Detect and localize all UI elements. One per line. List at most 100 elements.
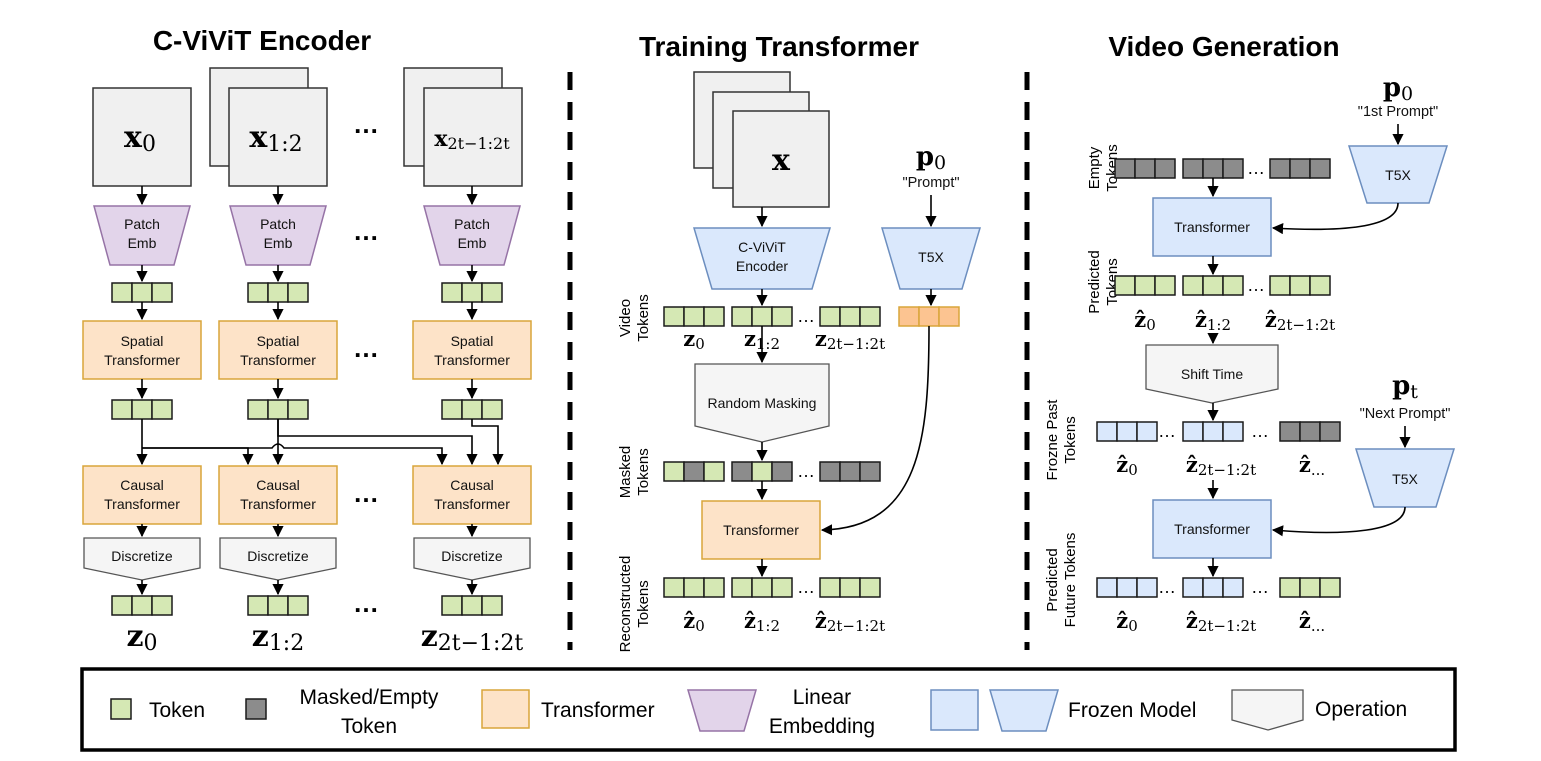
legend-transformer-label: Transformer <box>541 699 655 722</box>
token <box>461 595 483 616</box>
token <box>481 399 503 420</box>
masked-token <box>1289 158 1311 179</box>
gen-transformer-bottom <box>1152 499 1272 559</box>
frozen-token <box>1222 577 1244 598</box>
causal-transformer-1 <box>218 465 338 525</box>
future-ellipsis-1: … <box>1158 577 1176 597</box>
masked-token <box>683 461 705 482</box>
token <box>1154 275 1176 296</box>
video-tokens-ellipsis: … <box>797 306 815 326</box>
fp-zt: ẑ2t−1:2t <box>1186 452 1256 479</box>
generation-arrows <box>1207 124 1411 578</box>
predicted-tokens-ellipsis: … <box>1247 275 1265 295</box>
empty-tokens-ellipsis: … <box>1247 158 1265 178</box>
patch-emb-2-l1: Patch <box>454 216 490 232</box>
patch-emb-0-l2: Emb <box>128 235 157 251</box>
gen-t5x-bottom-label: T5X <box>1392 471 1418 487</box>
token <box>731 306 753 327</box>
frozen-token <box>1096 577 1118 598</box>
encoder-out-z12: z1:2 <box>252 619 304 656</box>
training-title: Training Transformer <box>639 31 919 62</box>
tokens-row <box>111 399 503 420</box>
token <box>1222 275 1244 296</box>
masked-token <box>839 461 861 482</box>
spatial-transformer-2 <box>412 320 532 380</box>
token <box>131 282 153 303</box>
token <box>111 399 133 420</box>
video-frame <box>732 110 830 208</box>
frozen-token <box>1202 421 1224 442</box>
spatial-2-l1: Spatial <box>451 333 494 349</box>
discretize-2-label: Discretize <box>441 548 503 564</box>
frozen-token <box>1182 577 1204 598</box>
pf-zdots: ẑ... <box>1299 608 1325 635</box>
vt-z0: z0 <box>683 326 704 353</box>
token <box>151 399 173 420</box>
encoder-arrows <box>136 186 478 596</box>
generation-section: p0 "1st Prompt" T5X EmptyTokens … Transf… <box>1044 73 1456 635</box>
legend-masked-swatch <box>245 698 267 720</box>
reconstructed-tokens-label: ReconstructedTokens <box>617 556 652 653</box>
masked-token <box>1279 421 1301 442</box>
frozen-past-label: Frozne PastTokens <box>1044 399 1079 481</box>
future-ellipsis-2: … <box>1251 577 1269 597</box>
gen-transformer-bottom-label: Transformer <box>1174 521 1250 537</box>
patch-emb-2-l2: Emb <box>458 235 487 251</box>
random-masking-label: Random Masking <box>708 395 817 411</box>
prompt-tokens-row <box>898 306 960 327</box>
causal-0-l2: Transformer <box>104 496 180 512</box>
tokens-row <box>111 595 503 616</box>
encoder-title: C-ViViT Encoder <box>153 25 371 56</box>
masked-token <box>731 461 753 482</box>
masked-token <box>1269 158 1291 179</box>
token <box>1299 577 1321 598</box>
cvivit-l2: Encoder <box>736 258 788 274</box>
token <box>1134 275 1156 296</box>
training-t5x-label: T5X <box>918 249 944 265</box>
gen-p0-text: "1st Prompt" <box>1358 104 1438 120</box>
legend-frame <box>80 667 1457 752</box>
token <box>683 577 705 598</box>
gen-p0-symbol: p0 <box>1383 73 1413 105</box>
training-t5x <box>880 227 982 290</box>
token <box>1279 577 1301 598</box>
token <box>751 461 773 482</box>
masked-token <box>1202 158 1224 179</box>
token <box>461 282 483 303</box>
spatial-2-l2: Transformer <box>434 352 510 368</box>
gen-transformer-top-label: Transformer <box>1174 219 1250 235</box>
discretize-1 <box>219 537 337 581</box>
token <box>1309 275 1331 296</box>
legend-linear-swatch <box>686 689 758 732</box>
training-prompt-text: "Prompt" <box>902 175 959 191</box>
predicted-future-label: PredictedFuture Tokens <box>1044 533 1079 628</box>
legend-transformer-swatch <box>481 689 530 729</box>
token <box>1182 275 1204 296</box>
token <box>151 595 173 616</box>
token <box>839 577 861 598</box>
encoder-out-zt: z2t−1:2t <box>421 619 524 656</box>
gen-t5x-bottom <box>1354 448 1456 508</box>
legend-token-label: Token <box>149 699 205 722</box>
output-ellipsis: … <box>353 588 379 618</box>
recon-tokens-ellipsis: … <box>797 577 815 597</box>
token <box>859 306 881 327</box>
token <box>247 282 269 303</box>
causal-2-l2: Transformer <box>434 496 510 512</box>
pt-z12: ẑ1:2 <box>1195 307 1231 334</box>
masked-token <box>771 461 793 482</box>
token <box>703 461 725 482</box>
causal-transformer-2 <box>412 465 532 525</box>
legend-masked-l2: Token <box>341 715 397 738</box>
shift-time-label: Shift Time <box>1181 366 1243 382</box>
token <box>441 595 463 616</box>
token <box>441 282 463 303</box>
fp-z0: ẑ0 <box>1116 452 1137 479</box>
generation-title: Video Generation <box>1108 31 1339 62</box>
frozen-token <box>1116 577 1138 598</box>
token <box>247 595 269 616</box>
masked-token <box>1114 158 1136 179</box>
masked-token <box>859 461 881 482</box>
causal-transformer-0 <box>82 465 202 525</box>
token <box>441 399 463 420</box>
